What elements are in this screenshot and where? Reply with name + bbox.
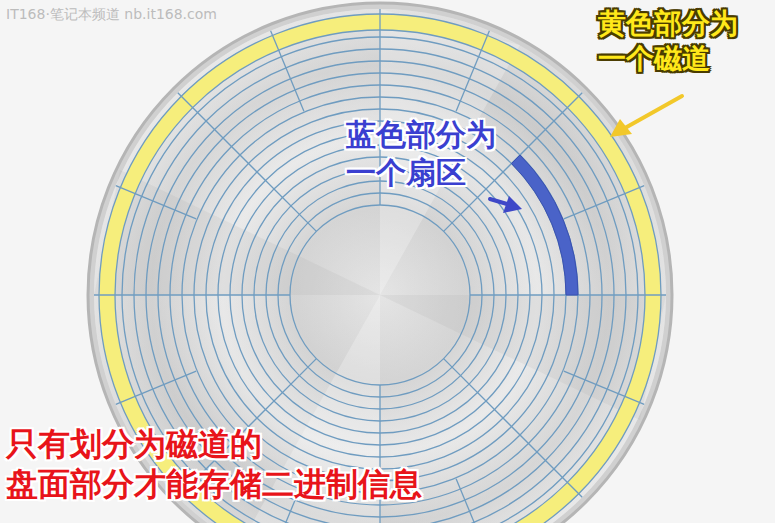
blue-arrow <box>490 196 522 213</box>
note-text: 只有划分为磁道的 盘面部分才能存储二进制信息 <box>6 424 476 504</box>
sector-callout: 蓝色部分为 一个扇区 <box>346 116 531 191</box>
blue-sector <box>512 155 579 295</box>
track-callout: 黄色部分为 一个磁道 <box>598 6 768 76</box>
yellow-arrow <box>610 96 682 137</box>
watermark: IT168·笔记本频道 nb.it168.com <box>6 6 326 24</box>
